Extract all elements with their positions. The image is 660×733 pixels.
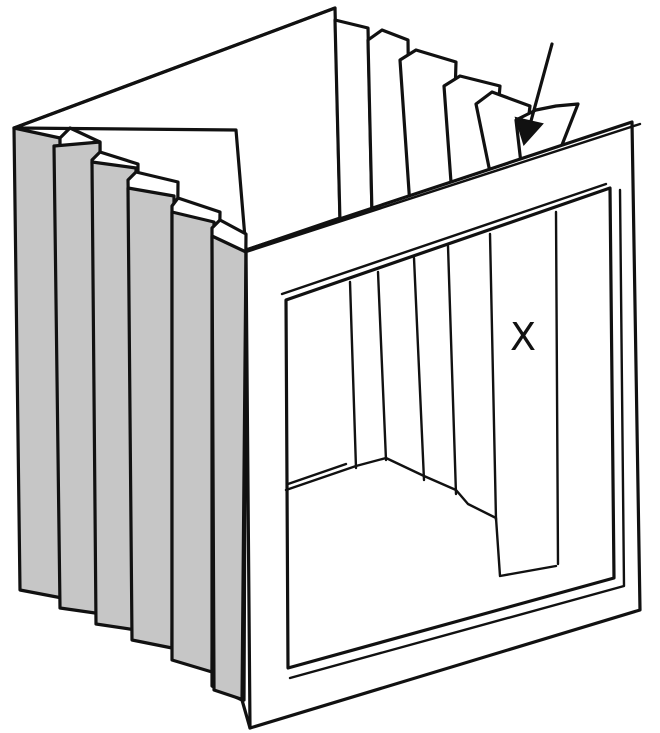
left-pleats bbox=[14, 128, 246, 700]
x-mark: X bbox=[510, 315, 536, 359]
